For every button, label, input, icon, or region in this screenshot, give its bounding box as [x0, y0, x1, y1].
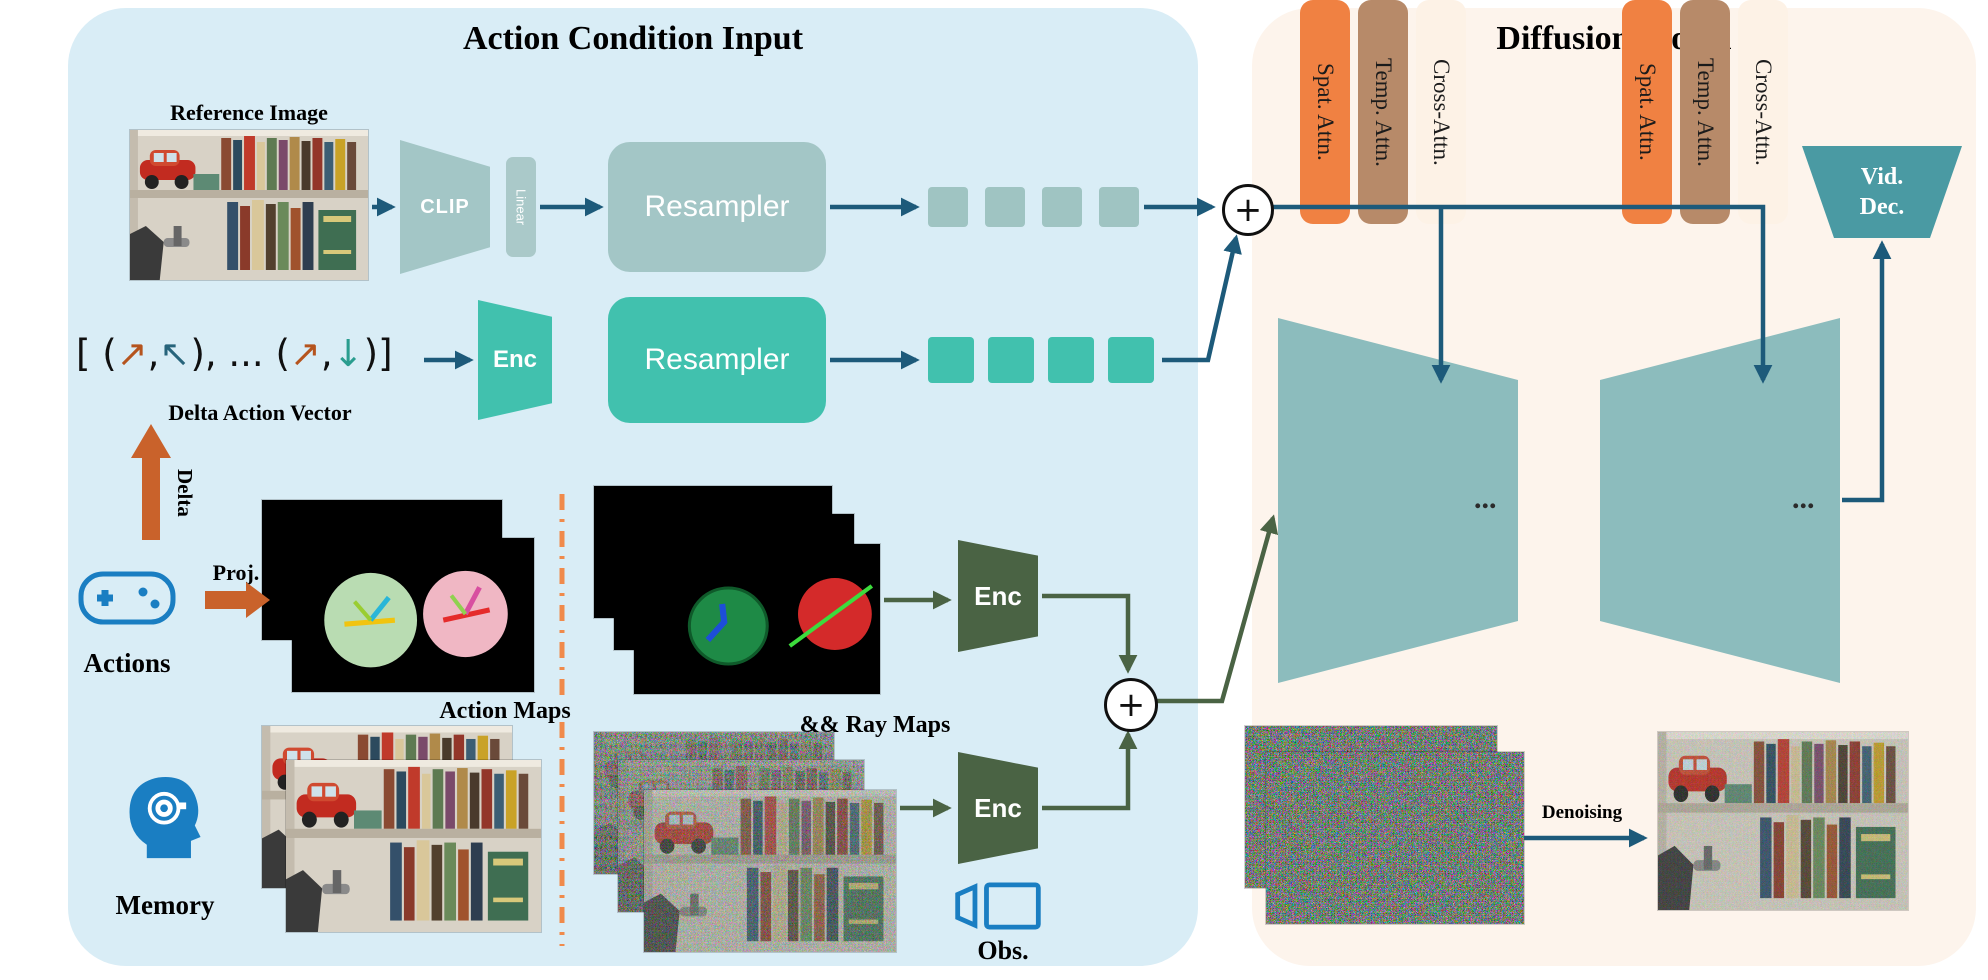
image-token	[985, 187, 1025, 227]
camera-icon	[950, 876, 1046, 936]
sum-node-bottom: +	[1104, 678, 1158, 732]
linear-layer: Linear	[506, 157, 536, 257]
dvec-comma-1: ,	[147, 332, 160, 375]
enc-map-label: Enc	[974, 580, 1022, 611]
plus-icon: +	[1116, 685, 1146, 725]
image-token	[1099, 187, 1139, 227]
ray-map-front	[634, 544, 880, 694]
block-1-ellipsis: ...	[1474, 482, 1497, 515]
cross-attn-block-2: Cross-Attn.	[1738, 0, 1788, 224]
image-token	[1042, 187, 1082, 227]
actions-label: Actions	[83, 648, 171, 678]
action-token	[1048, 337, 1094, 383]
memory-label: Memory	[115, 890, 215, 920]
temp-attn-block-1: Temp. Attn.	[1358, 0, 1408, 224]
action-map-front	[292, 538, 534, 692]
temp-attn-label: Temp. Attn.	[1371, 57, 1396, 167]
dvec-arrow-4: ↓	[332, 332, 364, 375]
proj-label: Proj.	[212, 560, 260, 585]
denoising-label: Denoising	[1541, 802, 1623, 823]
obs-label: Obs.	[977, 936, 1029, 965]
dvec-open: [ (	[76, 332, 117, 375]
resampler-bottom-label: Resampler	[644, 343, 790, 376]
spat-attn-label: Spat. Attn.	[1635, 63, 1660, 161]
dvec-arrow-2: ↖	[159, 332, 191, 375]
enc-obs-label: Enc	[974, 792, 1022, 823]
action-token	[1108, 337, 1154, 383]
spat-attn-block-2: Spat. Attn.	[1622, 0, 1672, 224]
vid-dec-label-line2: Dec.	[1859, 194, 1905, 220]
denoised-frame	[1658, 732, 1908, 910]
dvec-mid: ), ... (	[190, 332, 290, 375]
temp-attn-label: Temp. Attn.	[1693, 57, 1718, 167]
reference-image-label: Reference Image	[170, 100, 328, 125]
linear-label: Linear	[513, 188, 529, 226]
gamepad-icon	[77, 556, 177, 640]
cross-attn-label: Cross-Attn.	[1751, 58, 1776, 166]
action-encoder: Enc	[478, 300, 552, 420]
vid-dec-label-line1: Vid.	[1860, 164, 1904, 190]
dvec-arrow-1: ↗	[116, 332, 148, 375]
noisy-obs-photo-front	[644, 790, 896, 952]
delta-arrow-label: Delta	[173, 469, 197, 517]
cross-attn-label: Cross-Attn.	[1429, 58, 1454, 166]
image-token	[928, 187, 968, 227]
delta-action-vector-text: [ (↗,↖), ... (↗,↓)]	[76, 332, 393, 375]
dvec-close: )]	[363, 332, 393, 375]
memory-photo-front	[286, 760, 541, 932]
action-token	[928, 337, 974, 383]
delta-action-vector-label: Delta Action Vector	[168, 400, 352, 425]
spat-attn-block-1: Spat. Attn.	[1300, 0, 1350, 224]
resampler-bottom: Resampler	[608, 297, 826, 423]
temp-attn-block-2: Temp. Attn.	[1680, 0, 1730, 224]
action-maps-label: Action Maps	[439, 698, 571, 724]
resampler-top-label: Resampler	[644, 190, 790, 223]
plus-icon: +	[1233, 190, 1263, 230]
block-2-ellipsis: ...	[1792, 482, 1815, 515]
clip-label: CLIP	[420, 195, 470, 218]
memory-head-icon	[118, 766, 214, 862]
spat-attn-label: Spat. Attn.	[1313, 63, 1338, 161]
sum-node-top: +	[1222, 184, 1274, 236]
resampler-top: Resampler	[608, 142, 826, 272]
dvec-comma-2: ,	[320, 332, 333, 375]
obs-encoder: Enc	[958, 752, 1038, 864]
left-panel-title: Action Condition Input	[462, 20, 804, 57]
enc-action-label: Enc	[492, 346, 537, 373]
action-token	[988, 337, 1034, 383]
map-encoder: Enc	[958, 540, 1038, 652]
cross-attn-block-1: Cross-Attn.	[1416, 0, 1466, 224]
dvec-arrow-3: ↗	[289, 332, 321, 375]
noise-latent-front	[1266, 752, 1524, 924]
reference-image-photo	[130, 130, 368, 280]
